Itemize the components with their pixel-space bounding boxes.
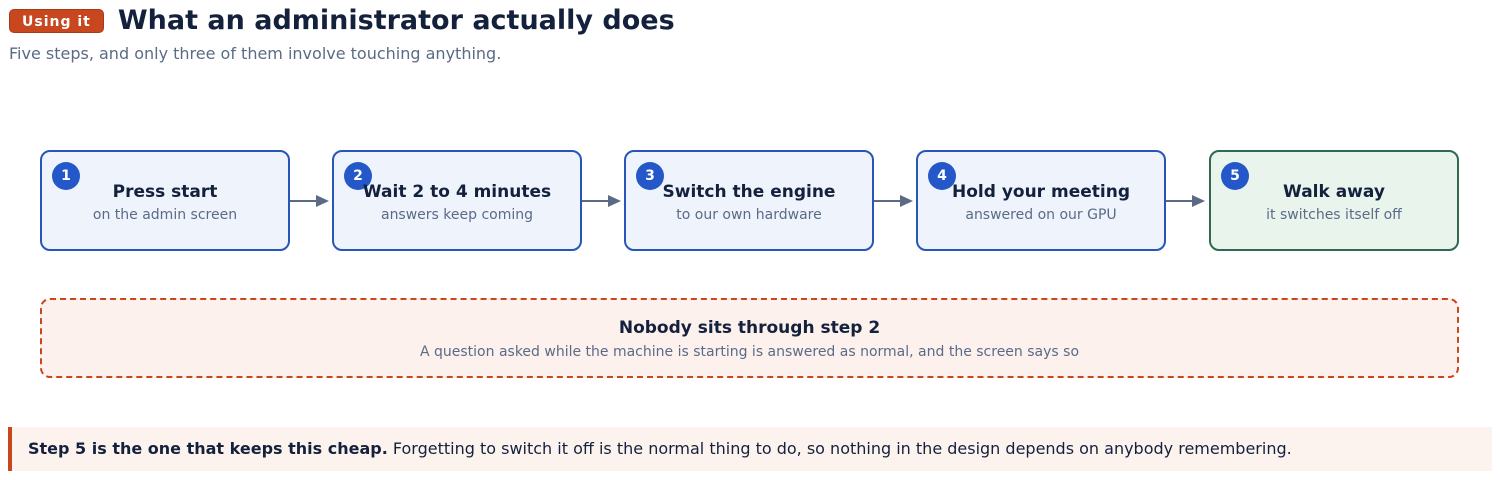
step-5-box: 5 Walk away it switches itself off bbox=[1209, 150, 1459, 251]
step-title: Wait 2 to 4 minutes bbox=[362, 182, 552, 202]
section-badge: Using it bbox=[9, 8, 104, 33]
arrow-right-icon bbox=[1166, 195, 1205, 207]
step-subtitle: answers keep coming bbox=[380, 207, 534, 223]
step-1-box: 1 Press start on the admin screen bbox=[40, 150, 290, 251]
callout-text: Forgetting to switch it off is the norma… bbox=[387, 439, 1292, 458]
note-text: A question asked while the machine is st… bbox=[419, 344, 1080, 360]
step-number-badge: 1 bbox=[52, 162, 80, 190]
step-number-badge: 3 bbox=[636, 162, 664, 190]
arrow-right-icon bbox=[582, 195, 621, 207]
step-title: Switch the engine bbox=[662, 182, 836, 202]
arrow-right-icon bbox=[874, 195, 913, 207]
note-title: Nobody sits through step 2 bbox=[618, 318, 881, 338]
step-title: Press start bbox=[112, 182, 218, 202]
step-subtitle: answered on our GPU bbox=[965, 207, 1117, 223]
step-subtitle: it switches itself off bbox=[1266, 207, 1402, 223]
step-title: Hold your meeting bbox=[952, 182, 1130, 202]
step-subtitle: to our own hardware bbox=[676, 207, 822, 223]
step-2-box: 2 Wait 2 to 4 minutes answers keep comin… bbox=[332, 150, 582, 251]
step-number-badge: 4 bbox=[928, 162, 956, 190]
step-subtitle: on the admin screen bbox=[92, 207, 238, 223]
arrow-right-icon bbox=[290, 195, 329, 207]
callout-bold: Step 5 is the one that keeps this cheap. bbox=[28, 439, 388, 458]
step-2-note: Nobody sits through step 2 A question as… bbox=[40, 298, 1459, 378]
callout-banner: Step 5 is the one that keeps this cheap.… bbox=[8, 427, 1492, 471]
step-number-badge: 2 bbox=[344, 162, 372, 190]
page-subtitle: Five steps, and only three of them invol… bbox=[9, 44, 502, 63]
step-3-box: 3 Switch the engine to our own hardware bbox=[624, 150, 874, 251]
step-number-badge: 5 bbox=[1221, 162, 1249, 190]
header: Using it What an administrator actually … bbox=[9, 5, 675, 36]
step-title: Walk away bbox=[1283, 182, 1385, 202]
step-4-box: 4 Hold your meeting answered on our GPU bbox=[916, 150, 1166, 251]
page-title: What an administrator actually does bbox=[117, 5, 675, 36]
